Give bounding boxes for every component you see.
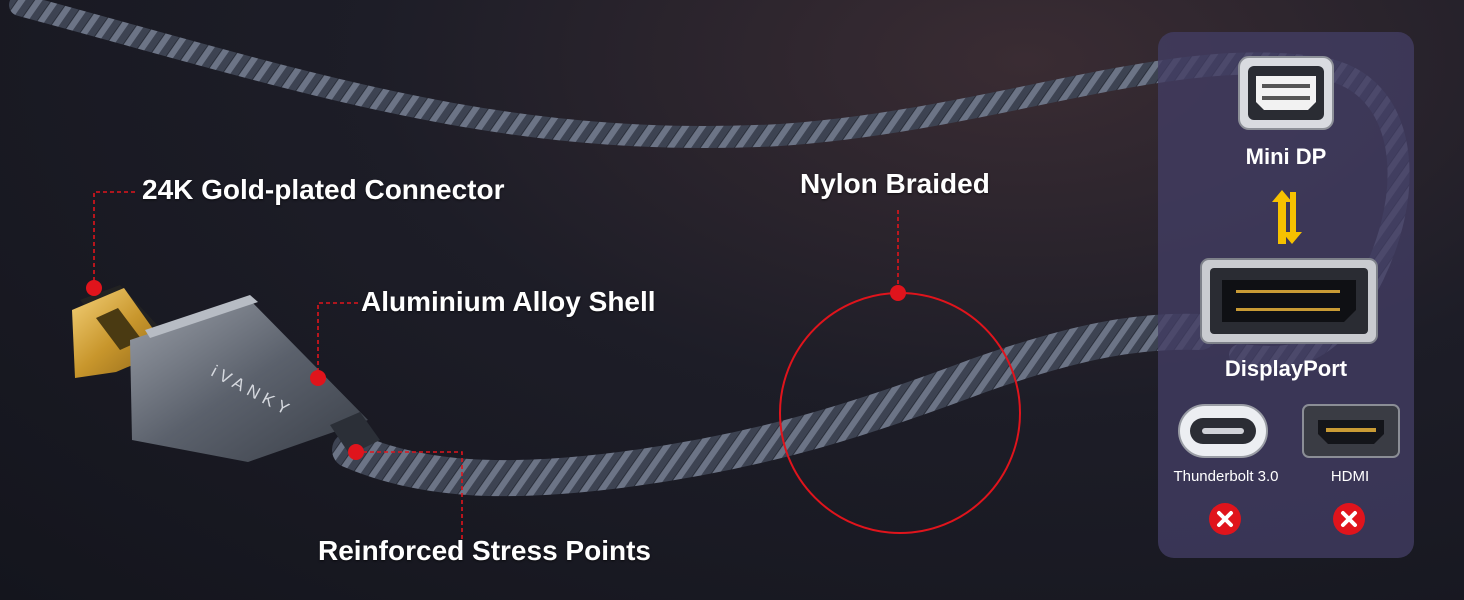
marker-stress-points bbox=[348, 444, 364, 460]
x-mark-icon-thunderbolt bbox=[1209, 503, 1241, 535]
usb-c-port-icon bbox=[1178, 404, 1268, 458]
label-displayport: DisplayPort bbox=[1224, 356, 1348, 381]
marker-gold-connector bbox=[86, 280, 102, 296]
callout-aluminium-shell: Aluminium Alloy Shell bbox=[361, 286, 656, 317]
callout-nylon-braided: Nylon Braided bbox=[800, 168, 990, 199]
leader-stress-points bbox=[356, 451, 463, 540]
leader-aluminium-shell bbox=[317, 302, 358, 378]
callout-stress-points: Reinforced Stress Points bbox=[318, 535, 651, 566]
displayport-port-icon bbox=[1200, 258, 1378, 344]
compatibility-panel: Mini DP DisplayPort Thunderbolt 3.0 HDMI bbox=[1158, 32, 1414, 558]
cable-main bbox=[332, 313, 1218, 497]
bidirectional-arrow-icon bbox=[1272, 190, 1302, 244]
x-mark-icon-hdmi bbox=[1333, 503, 1365, 535]
label-mini-dp: Mini DP bbox=[1245, 144, 1327, 169]
mini-dp-port-icon bbox=[1238, 56, 1334, 130]
label-hdmi: HDMI bbox=[1330, 468, 1370, 485]
marker-nylon-braided bbox=[890, 285, 906, 301]
leader-gold-connector bbox=[93, 191, 135, 288]
callout-gold-connector: 24K Gold-plated Connector bbox=[142, 174, 505, 205]
label-thunderbolt: Thunderbolt 3.0 bbox=[1173, 468, 1279, 485]
displayport-connector: iVANKY bbox=[72, 285, 380, 462]
marker-aluminium-shell bbox=[310, 370, 326, 386]
hdmi-port-icon bbox=[1302, 404, 1400, 458]
